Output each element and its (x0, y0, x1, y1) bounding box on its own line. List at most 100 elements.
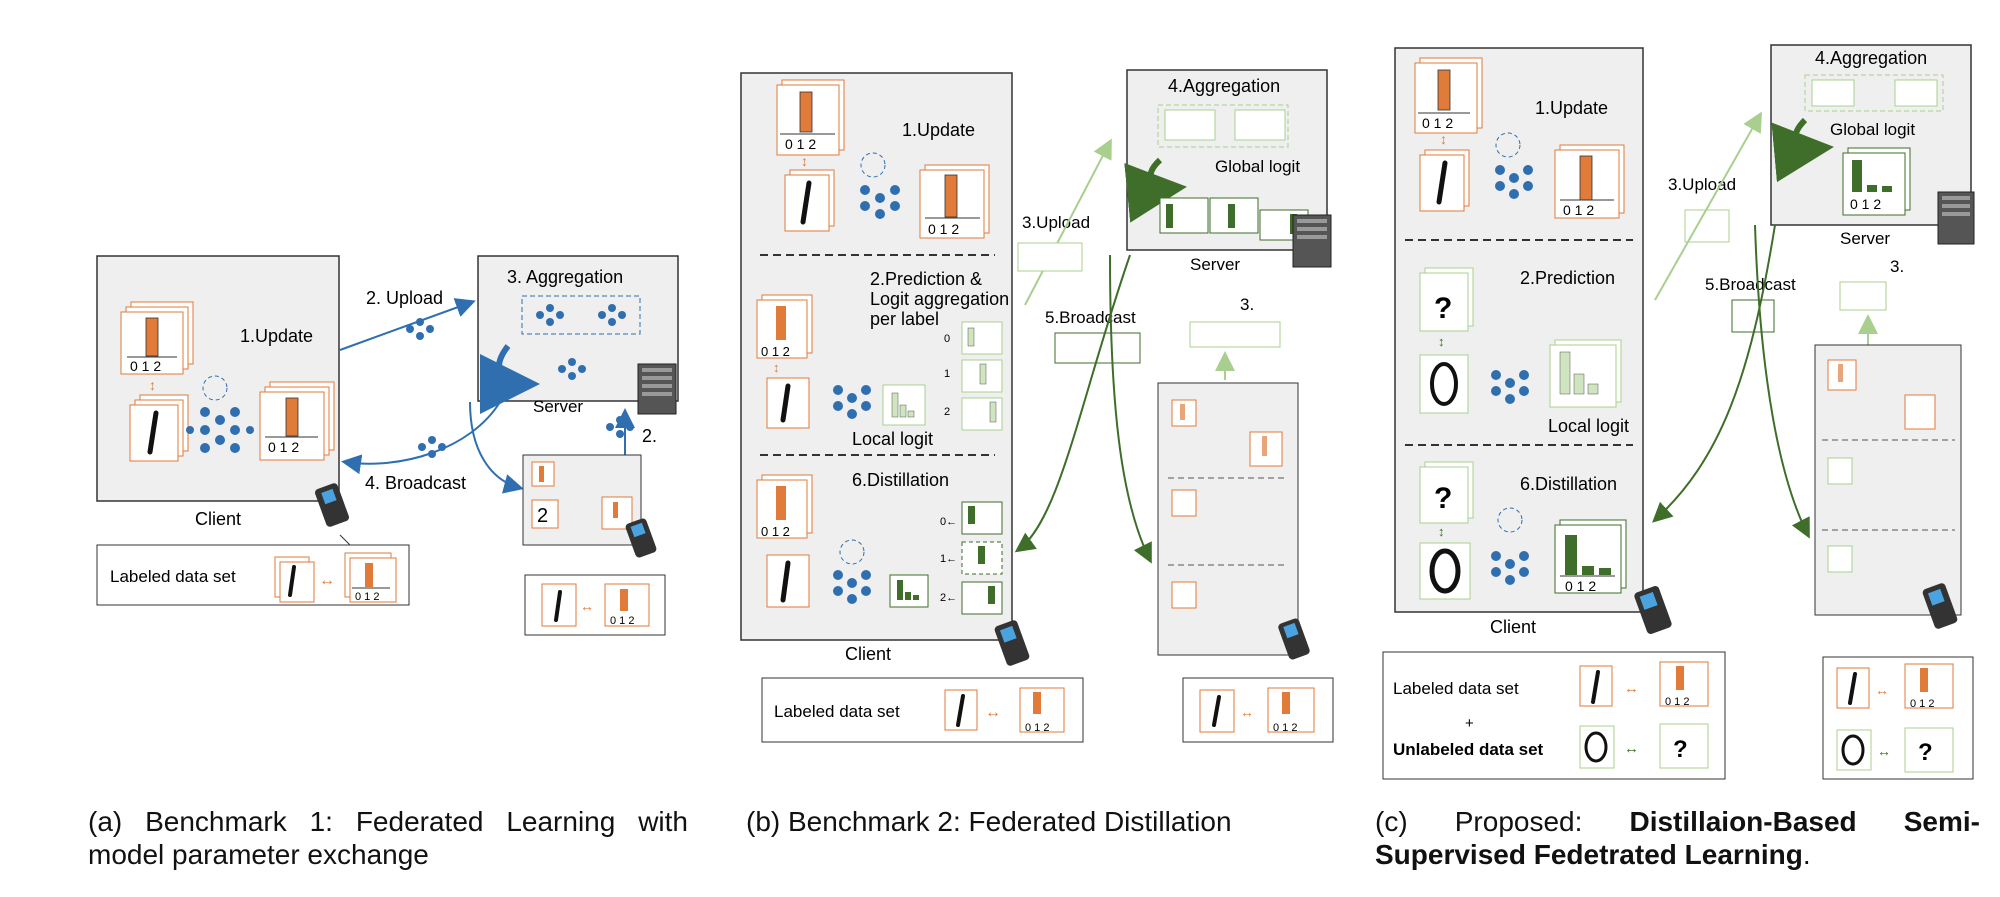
step-update: 1.Update (902, 120, 975, 140)
step-logit-aggregation: Logit aggregation (870, 289, 1009, 309)
svg-text:↔: ↔ (1875, 682, 1889, 698)
server-label: Server (1190, 255, 1240, 274)
caption-c-prefix: (c) Proposed: (1375, 806, 1630, 837)
upload-arrow (339, 298, 476, 351)
neural-net-icon (536, 304, 626, 380)
phone-icon (1278, 618, 1310, 660)
client-label: Client (195, 509, 241, 529)
digit-zero-icon (1429, 548, 1461, 594)
digit-one-icon (288, 565, 296, 597)
svg-text:↕: ↕ (1438, 524, 1445, 539)
client-label: Client (845, 644, 891, 664)
refresh-icon (1495, 132, 1521, 158)
step-aggregation: 4.Aggregation (1815, 48, 1927, 68)
global-logit-label: Global logit (1830, 120, 1915, 139)
refresh-icon (860, 152, 886, 178)
local-logit-label: Local logit (852, 429, 933, 449)
broadcast-arrow (1652, 224, 1776, 523)
client-label: Client (1490, 617, 1536, 637)
aggregate-arrow (479, 344, 540, 414)
labeled-data-label: Labeled data set (110, 567, 236, 586)
step-distillation: 6.Distillation (852, 470, 949, 490)
caption-a: (a) Benchmark 1: Federated Learning with… (88, 806, 688, 870)
swap-icon: ↕ (149, 377, 156, 393)
server-rack-icon (637, 363, 677, 415)
broadcast-arrow-2 (1109, 254, 1152, 564)
axis-ticks: 0 1 2 (355, 591, 379, 603)
neural-net-icon (1491, 370, 1529, 404)
digit-zero-icon (1430, 362, 1458, 406)
step-broadcast: 4. Broadcast (365, 473, 466, 493)
axis-ticks: 0 1 2 (1665, 696, 1689, 708)
step-upload: 3.Upload (1668, 175, 1736, 194)
model-icon (406, 318, 434, 340)
broadcast-arrow (341, 401, 501, 475)
phone-icon (994, 620, 1030, 666)
axis-ticks: 0 1 2 (268, 439, 299, 455)
step-broadcast: 5.Broadcast (1045, 308, 1136, 327)
broadcast-arrow-2 (469, 401, 524, 494)
neural-net-icon (1495, 165, 1533, 199)
axis-ticks: 0 1 2 (761, 524, 790, 539)
caption-c: (c) Proposed: Distillaion-Based Semi-Sup… (1375, 805, 1980, 871)
unlabeled-data-label: Unlabeled data set (1393, 740, 1544, 759)
neural-net-icon (860, 185, 900, 219)
step-3: 3. (1240, 295, 1254, 314)
panel-a: 0 1 2 1.Update ↕ 0 1 2 Client 3. Agg (96, 255, 679, 636)
upload-arrow (1024, 138, 1112, 306)
refresh-icon (839, 539, 865, 565)
digit-two-icon: 2 (537, 505, 548, 527)
small-client-box (1157, 382, 1299, 656)
step-broadcast: 5.Broadcast (1705, 275, 1796, 294)
model-icon (606, 416, 634, 438)
plus-label: + (1465, 715, 1474, 732)
digit-one-icon (147, 410, 159, 455)
caption-c-title: Distillaion-Based Semi-Supervised Fedetr… (1375, 806, 1980, 870)
broadcast-arrow (1014, 254, 1131, 553)
question-icon: ? (1434, 292, 1452, 325)
digit-one-icon (780, 383, 791, 423)
global-logit-label: Global logit (1215, 157, 1300, 176)
digit-zero-icon (1584, 731, 1608, 763)
neural-net-icon (186, 407, 254, 453)
svg-text:↔: ↔ (1240, 704, 1254, 720)
digit-one-icon (956, 694, 965, 727)
aggregate-arrow (1771, 117, 1834, 183)
model-icon (418, 436, 446, 458)
question-icon: ? (1918, 739, 1933, 766)
refresh-icon (202, 375, 228, 401)
step-upload: 2. Upload (366, 288, 443, 308)
panel-b: 0 1 2 1.Update ↕ 0 1 2 2.Prediction & Lo… (740, 69, 1334, 743)
digit-one-icon (780, 560, 791, 603)
axis-ticks: 0 1 2 (1910, 698, 1934, 710)
svg-text:↕: ↕ (801, 153, 808, 169)
per-label-charts (961, 321, 1003, 431)
digit-one-icon (1436, 160, 1448, 205)
local-logit-label: Local logit (1548, 416, 1629, 436)
step-update: 1.Update (1535, 98, 1608, 118)
refresh-icon (1497, 507, 1523, 533)
swap-icon: ↔ (319, 572, 335, 589)
neural-net-icon (833, 385, 871, 419)
digit-one-icon (554, 590, 562, 622)
svg-text:↔: ↔ (580, 598, 594, 614)
client-box (96, 255, 340, 502)
label-index: 1← (940, 553, 957, 565)
axis-ticks: 0 1 2 (1273, 722, 1297, 734)
digit-zero-icon (1841, 734, 1865, 766)
digit-one-icon (1212, 695, 1221, 727)
digit-one-icon (1848, 672, 1857, 705)
axis-ticks: 0 1 2 (1563, 202, 1594, 218)
phone-icon (1634, 586, 1672, 634)
axis-ticks: 0 1 2 (1025, 722, 1049, 734)
server-label: Server (533, 397, 583, 416)
axis-ticks: 0 1 2 (1422, 115, 1453, 131)
step-update: 1.Update (240, 326, 313, 346)
svg-text:↕: ↕ (1440, 131, 1447, 147)
phone-icon (625, 518, 657, 558)
label-index: 0← (940, 516, 957, 528)
question-icon: ? (1434, 482, 1452, 515)
label-index: 2 (944, 406, 950, 418)
svg-text:↕: ↕ (773, 360, 780, 375)
